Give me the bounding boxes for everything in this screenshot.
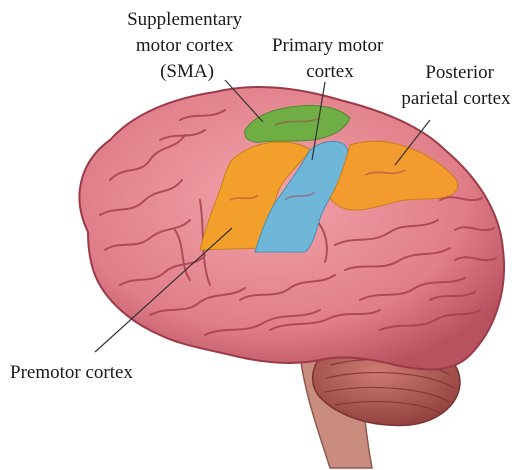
label-premotor-cortex: Premotor cortex xyxy=(10,362,133,383)
label-sma: Supplementary motor cortex (SMA) xyxy=(127,9,247,82)
label-primary-motor-cortex: Primary motor cortex xyxy=(272,35,388,82)
label-posterior-parietal-cortex: Posterior parietal cortex xyxy=(401,62,511,109)
